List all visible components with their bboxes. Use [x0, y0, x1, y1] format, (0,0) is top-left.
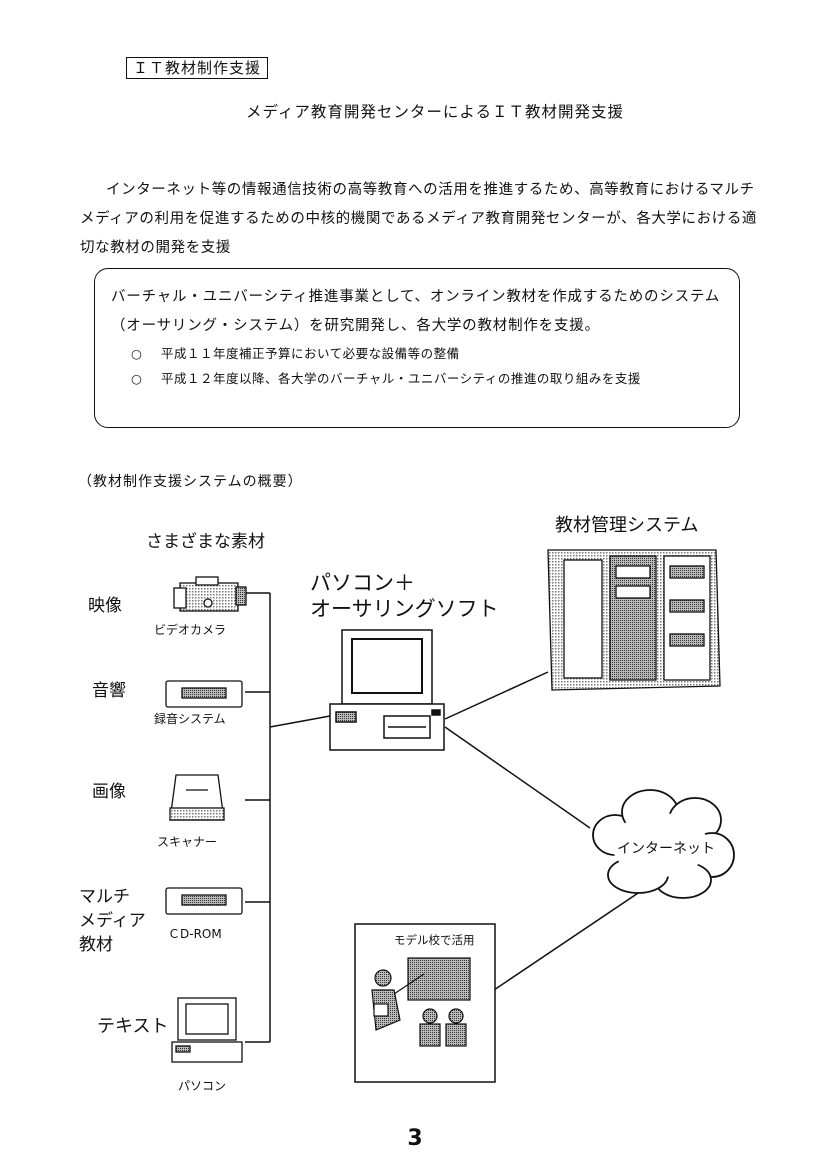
school-label: モデル校で活用 — [394, 933, 475, 947]
intro-paragraph: インターネット等の情報通信技術の高等教育への活用を推進するため、高等教育における… — [80, 176, 760, 263]
internet-label: インターネット — [617, 841, 715, 857]
category-text: テキスト — [97, 1016, 168, 1037]
device-video-camera: ビデオカメラ — [154, 622, 226, 637]
cd-rom-drive-icon — [165, 887, 243, 915]
device-scanner: スキャナー — [157, 835, 217, 849]
circle-bullet-icon: ○ — [131, 346, 143, 361]
bullet-text: 平成１１年度補正予算において必要な設備等の整備 — [161, 346, 460, 361]
summary-text: バーチャル・ユニバーシティ推進事業として、オンライン教材を作成するためのシステム… — [111, 289, 721, 334]
device-recorder: 録音システム — [154, 711, 226, 726]
server-rack-icon — [547, 549, 721, 691]
summary-box: バーチャル・ユニバーシティ推進事業として、オンライン教材を作成するためのシステム… — [94, 268, 740, 428]
school-panel: モデル校で活用 — [354, 923, 496, 1083]
connector-lines — [245, 592, 651, 1043]
bullet-text: 平成１２年度以降、各大学のバーチャル・ユニバーシティの推進の取り組みを支援 — [161, 371, 641, 386]
summary-bullet: ○ 平成１２年度以降、各大学のバーチャル・ユニバーシティの推進の取り組みを支援 — [111, 366, 723, 391]
pc-label-line1: パソコン＋ — [310, 571, 415, 595]
device-cd-rom: ＣD-ROM — [168, 927, 222, 941]
category-multimedia-line2: メディア — [79, 910, 146, 931]
classroom-icon — [371, 957, 471, 1047]
server-label: 教材管理システム — [555, 515, 698, 536]
page-number: 3 — [407, 1126, 423, 1151]
section-tag: ＩＴ教材制作支援 — [126, 57, 269, 79]
cloud-icon — [592, 789, 735, 899]
device-pc: パソコン — [178, 1079, 226, 1093]
category-audio: 音響 — [92, 681, 126, 701]
summary-bullet: ○ 平成１１年度補正予算において必要な設備等の整備 — [111, 341, 723, 366]
category-multimedia-line3: 教材 — [79, 935, 113, 955]
materials-heading: さまざまな素材 — [146, 531, 265, 552]
category-multimedia-line1: マルチ — [79, 887, 130, 907]
scanner-icon — [169, 774, 225, 821]
pc-label-line2: オーサリングソフト — [310, 597, 499, 621]
video-camera-icon — [173, 576, 247, 612]
category-video: 映像 — [88, 596, 122, 616]
intro-text: インターネット等の情報通信技術の高等教育への活用を推進するため、高等教育における… — [80, 182, 758, 256]
category-image: 画像 — [92, 782, 126, 802]
small-pc-icon — [171, 997, 243, 1063]
overview-title: （教材制作支援システムの概要） — [78, 474, 303, 490]
recorder-icon — [165, 680, 243, 708]
page-title: メディア教育開発センターによるＩＴ教材開発支援 — [246, 103, 624, 121]
computer-icon — [329, 629, 445, 751]
circle-bullet-icon: ○ — [131, 371, 143, 386]
